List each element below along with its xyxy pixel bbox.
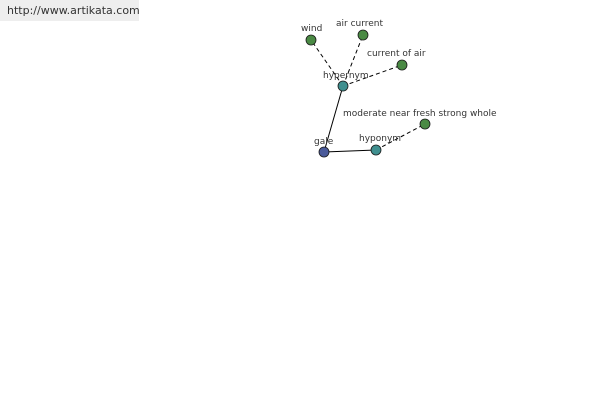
edge-gale-hyponym bbox=[323, 149, 377, 153]
node-hyponym[interactable] bbox=[370, 144, 382, 156]
edge-hypernym-current-of-air bbox=[342, 64, 403, 87]
edge-gale-hypernym bbox=[323, 85, 344, 153]
edge-hypernym-air-current bbox=[342, 34, 364, 87]
node-label-moderate-near-fresh-strong-whole[interactable]: moderate near fresh strong whole bbox=[343, 109, 497, 119]
node-wind[interactable] bbox=[305, 34, 317, 46]
site-url-banner[interactable]: http://www.artikata.com bbox=[0, 0, 140, 21]
node-hypernym[interactable] bbox=[337, 80, 349, 92]
node-current-of-air[interactable] bbox=[396, 59, 408, 71]
node-air-current[interactable] bbox=[357, 29, 369, 41]
node-label-hypernym[interactable]: hypernym bbox=[323, 71, 369, 81]
node-label-air-current[interactable]: air current bbox=[336, 19, 384, 29]
node-label-hyponym[interactable]: hyponym bbox=[359, 134, 401, 144]
nodes-layer bbox=[305, 29, 431, 158]
node-moderate-near-fresh-strong-whole[interactable] bbox=[419, 118, 431, 130]
node-label-current-of-air[interactable]: current of air bbox=[367, 49, 426, 59]
node-gale[interactable] bbox=[318, 146, 330, 158]
edge-hypernym-wind bbox=[310, 39, 344, 87]
node-label-wind[interactable]: wind bbox=[301, 24, 322, 34]
edges-layer bbox=[310, 34, 426, 153]
labels-layer: gale hypernym hyponym wind air current curren… bbox=[301, 19, 497, 147]
node-label-gale[interactable]: gale bbox=[314, 137, 334, 147]
edge-hyponym-moderate-near-fresh-strong-whole bbox=[375, 123, 426, 151]
